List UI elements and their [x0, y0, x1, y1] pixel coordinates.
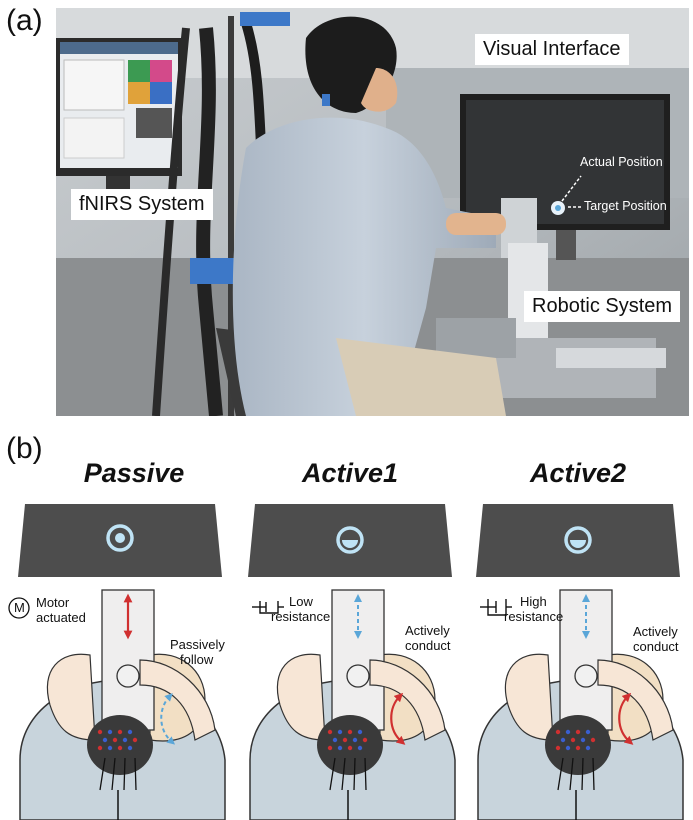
damper-icon [480, 599, 512, 616]
robotic-device [436, 198, 666, 398]
participant [232, 16, 506, 416]
mode-active1 [248, 504, 456, 820]
device-label-active1-2: resistance [271, 609, 331, 624]
target-ring [564, 526, 592, 554]
mode-passive [8, 504, 226, 820]
motion-label-active1-2: conduct [405, 638, 451, 653]
fnirs-cap [95, 727, 141, 753]
panel-b-label: (b) [6, 432, 43, 465]
experiment-photo [56, 8, 689, 416]
fnirs-cap [553, 727, 599, 753]
motion-label-passive-2: follow [180, 652, 214, 667]
target-ring [106, 524, 134, 552]
target-position-label: Target Position [584, 199, 667, 213]
motion-label-passive-1: Passively [170, 637, 225, 652]
mode-title-active2: Active2 [529, 458, 627, 488]
motion-label-active2-1: Actively [633, 624, 678, 639]
motor-symbol-icon [8, 597, 30, 619]
head [87, 715, 153, 775]
cursor-dot [115, 533, 125, 543]
mode-active2 [476, 504, 684, 820]
mode-title-passive: Passive [83, 458, 185, 488]
red-curved-arrow [390, 692, 406, 745]
cursor-half [570, 540, 586, 548]
target-ring [336, 526, 364, 554]
motion-label-active1-1: Actively [405, 623, 450, 638]
device-label-active1-1: Low [289, 594, 313, 609]
visual-interface-monitor [460, 94, 670, 260]
modes-diagram [8, 504, 684, 820]
fnirs-system-label: fNIRS System [71, 189, 213, 220]
damper-icon [252, 601, 284, 614]
visual-interface-label: Visual Interface [475, 34, 629, 65]
device-label-passive-1: Motor [36, 595, 70, 610]
robotic-system-label: Robotic System [524, 291, 681, 322]
actual-position-label: Actual Position [580, 155, 663, 169]
head [545, 715, 611, 775]
head [317, 715, 383, 775]
motor-symbol-letter: M [14, 600, 25, 615]
red-curved-arrow [618, 692, 634, 745]
device-label-active2-1: High [520, 594, 547, 609]
panel-a-label: (a) [6, 4, 43, 37]
cursor-half [342, 540, 358, 548]
fnirs-cap [325, 727, 371, 753]
device-label-active2-2: resistance [504, 609, 564, 624]
mode-title-active1: Active1 [301, 458, 399, 488]
device-label-passive-2: actuated [36, 610, 86, 625]
motion-label-active2-2: conduct [633, 639, 679, 654]
